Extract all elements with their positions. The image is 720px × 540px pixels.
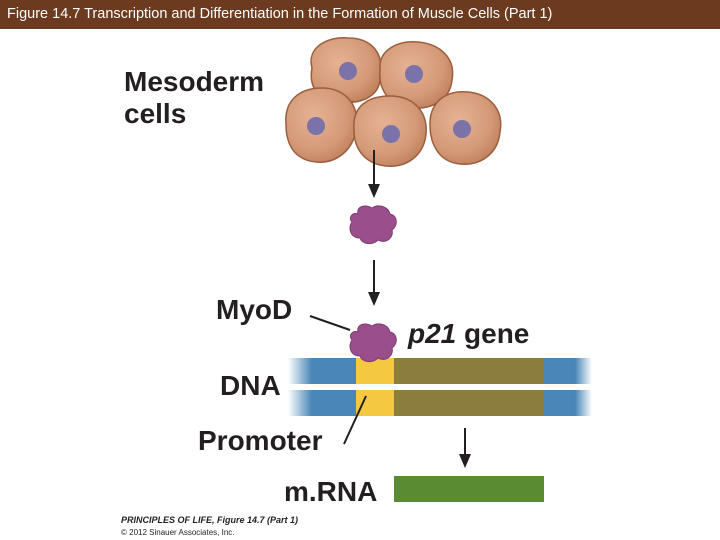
myod-protein-bound [349,323,397,363]
dna-flank-left-top [288,358,356,384]
p21-gene-bottom [394,390,544,416]
nucleus [339,62,357,80]
arrow-down-3 [459,428,471,468]
p21-gene-label: p21 gene [408,318,529,350]
credit-line2: © 2012 Sinauer Associates, Inc. [121,528,235,537]
promoter-pointer-line [343,395,367,445]
nucleus [382,125,400,143]
figure-title-bar: Figure 14.7 Transcription and Differenti… [0,0,720,29]
mesoderm-label-line1: Mesoderm [124,66,265,97]
dna-label: DNA [220,370,281,401]
mesoderm-cell [310,37,382,103]
nucleus [453,120,471,138]
mrna-strand [394,476,544,502]
arrow-down-2 [368,260,380,306]
credit-line1: PRINCIPLES OF LIFE, Figure 14.7 (Part 1) [121,515,299,525]
p21-gene-label-italic: p21 [408,318,457,349]
dna-flank-right-top [544,358,592,384]
dna-flank-left-bottom [288,390,356,416]
promoter-region-top [356,358,394,384]
mesoderm-cell [285,87,358,163]
p21-gene-label-rest: gene [456,318,530,349]
myod-label: MyoD [216,294,293,325]
mrna-label: m.RNA [284,476,378,507]
dna-flank-right-bottom [544,390,592,416]
mesoderm-label-line2: cells [124,98,187,129]
mesoderm-cell [429,91,502,165]
mesoderm-cell [379,41,454,109]
promoter-label: Promoter [198,425,323,456]
dna-double-strand [288,358,592,416]
figure-title: Figure 14.7 Transcription and Differenti… [7,6,553,22]
p21-gene-top [394,358,544,384]
arrow-down-1 [368,150,380,198]
mesoderm-label: Mesoderm cells [124,66,264,130]
nucleus [307,117,325,135]
nucleus [405,65,423,83]
mesoderm-cells [285,37,502,167]
myod-protein-free [349,205,397,245]
myod-pointer-line [309,315,351,331]
mesoderm-cell [353,95,427,167]
